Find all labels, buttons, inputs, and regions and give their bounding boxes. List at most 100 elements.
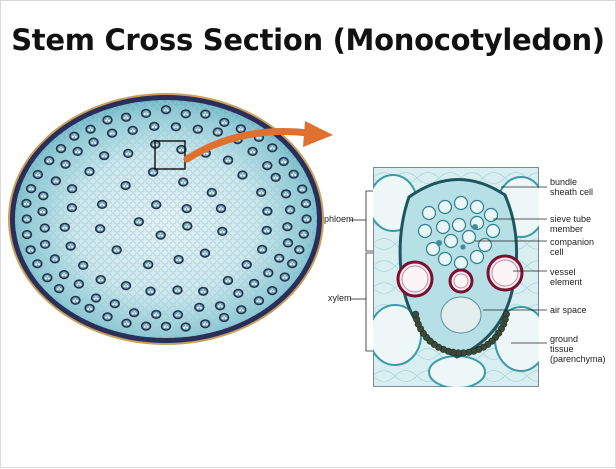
vascular-bundle	[58, 270, 70, 280]
vascular-bundle	[298, 229, 309, 239]
vascular-bundle	[72, 146, 83, 156]
vascular-bundle	[279, 272, 290, 282]
vascular-bundle	[143, 260, 154, 270]
vascular-bundle	[181, 204, 192, 214]
vascular-bundle	[253, 296, 265, 306]
vascular-bundle	[199, 248, 211, 258]
vascular-bundle	[60, 159, 71, 169]
vascular-bundle	[95, 275, 106, 285]
vascular-bundle	[151, 309, 162, 319]
vascular-bundle	[65, 241, 76, 251]
vascular-bundle	[32, 259, 43, 269]
vascular-bundle	[198, 286, 209, 296]
vascular-bundle	[109, 299, 120, 309]
label-companion-cell: companion cell	[550, 237, 594, 257]
vascular-bundle	[274, 253, 285, 263]
phloem-cell	[461, 229, 477, 245]
vascular-bundle	[241, 260, 252, 270]
vascular-bundle	[128, 308, 140, 318]
vascular-bundle	[151, 200, 162, 210]
phloem-cell	[483, 207, 499, 223]
phloem-cell	[425, 241, 441, 257]
vascular-bundle	[215, 203, 227, 214]
vascular-bundle	[256, 244, 268, 254]
phloem-cell	[453, 195, 469, 211]
vascular-bundle	[49, 254, 61, 264]
vascular-bundle	[172, 285, 183, 295]
phloem-cell	[469, 199, 485, 215]
vascular-bundle	[120, 112, 132, 122]
vascular-bundle	[236, 305, 247, 315]
vascular-bundle	[284, 205, 296, 215]
vascular-bundle	[84, 166, 95, 177]
label-bundle-sheath-line2: sheath cell	[550, 187, 594, 197]
vascular-bundle	[85, 124, 96, 134]
label-companion-cell-line2: cell	[550, 247, 564, 257]
vascular-bundle	[102, 115, 113, 125]
phloem-cell	[477, 237, 493, 253]
vascular-bundle	[102, 312, 113, 322]
vascular-bundle	[66, 203, 78, 213]
vascular-bundle	[149, 121, 160, 131]
vascular-bundle	[282, 238, 294, 248]
vascular-bundle	[120, 281, 132, 291]
vascular-bundle	[194, 302, 205, 312]
phloem-cell	[451, 217, 467, 233]
vascular-bundle	[170, 122, 182, 132]
vascular-bundle	[42, 273, 53, 283]
vascular-bundle	[155, 230, 166, 240]
label-ground-tissue-line2: tissue	[550, 344, 574, 354]
label-phloem: phloem	[324, 214, 354, 224]
vascular-bundle	[90, 293, 102, 303]
label-bundle-sheath-line1: bundle	[550, 177, 578, 187]
label-vessel-element-line2: element	[550, 277, 583, 287]
vascular-bundle	[39, 239, 51, 249]
label-vessel-element-line1: vessel	[550, 267, 576, 277]
vascular-bundle	[123, 148, 134, 158]
vascular-bundle	[25, 245, 36, 255]
phloem-cell	[453, 255, 469, 271]
label-sieve-tube-line2: member	[550, 224, 584, 234]
vascular-bundle	[25, 184, 37, 194]
vascular-bundle	[160, 105, 172, 115]
vascular-bundle	[140, 321, 152, 331]
phloem-cell	[485, 223, 501, 239]
label-sieve-tube: sieve tube member	[550, 214, 591, 234]
vascular-bundle	[206, 187, 217, 198]
phloem-cell	[469, 249, 485, 265]
vascular-bundle	[106, 128, 118, 138]
vascular-bundle	[263, 268, 274, 278]
label-vessel-element: vessel element	[550, 267, 582, 287]
phloem-cell	[443, 233, 459, 249]
phloem-cell	[421, 205, 437, 221]
vascular-bundle	[297, 184, 308, 194]
vascular-bundle	[99, 151, 110, 161]
label-air-space: air space	[550, 305, 587, 315]
vascular-bundle	[280, 189, 292, 199]
vascular-bundle	[78, 260, 89, 270]
sclerenchyma-cell	[412, 310, 420, 318]
vascular-bundle	[248, 278, 260, 288]
vascular-bundle	[222, 275, 234, 286]
vascular-bundle	[59, 222, 70, 232]
vascular-bundle	[44, 156, 55, 166]
vascular-bundle	[267, 286, 278, 296]
vascular-bundle	[182, 221, 193, 231]
label-sieve-tube-line1: sieve tube	[550, 214, 592, 224]
vascular-bundle	[233, 288, 244, 298]
label-ground-tissue-line3: (parenchyma)	[550, 354, 606, 364]
vascular-bundle	[217, 226, 228, 236]
vascular-bundle	[301, 214, 312, 224]
vascular-bundle	[38, 191, 49, 201]
vascular-bundle	[111, 245, 122, 255]
vascular-bundle	[121, 318, 132, 328]
vascular-bundle	[96, 199, 108, 209]
vascular-bundle	[172, 310, 184, 320]
vascular-bundle	[21, 214, 32, 224]
phloem-cell	[435, 219, 451, 235]
vascular-bundle	[261, 225, 272, 235]
vascular-bundle	[21, 198, 32, 208]
vascular-bundle	[200, 109, 211, 119]
label-ground-tissue-line1: ground	[550, 334, 579, 344]
vascular-bundle	[94, 224, 106, 234]
